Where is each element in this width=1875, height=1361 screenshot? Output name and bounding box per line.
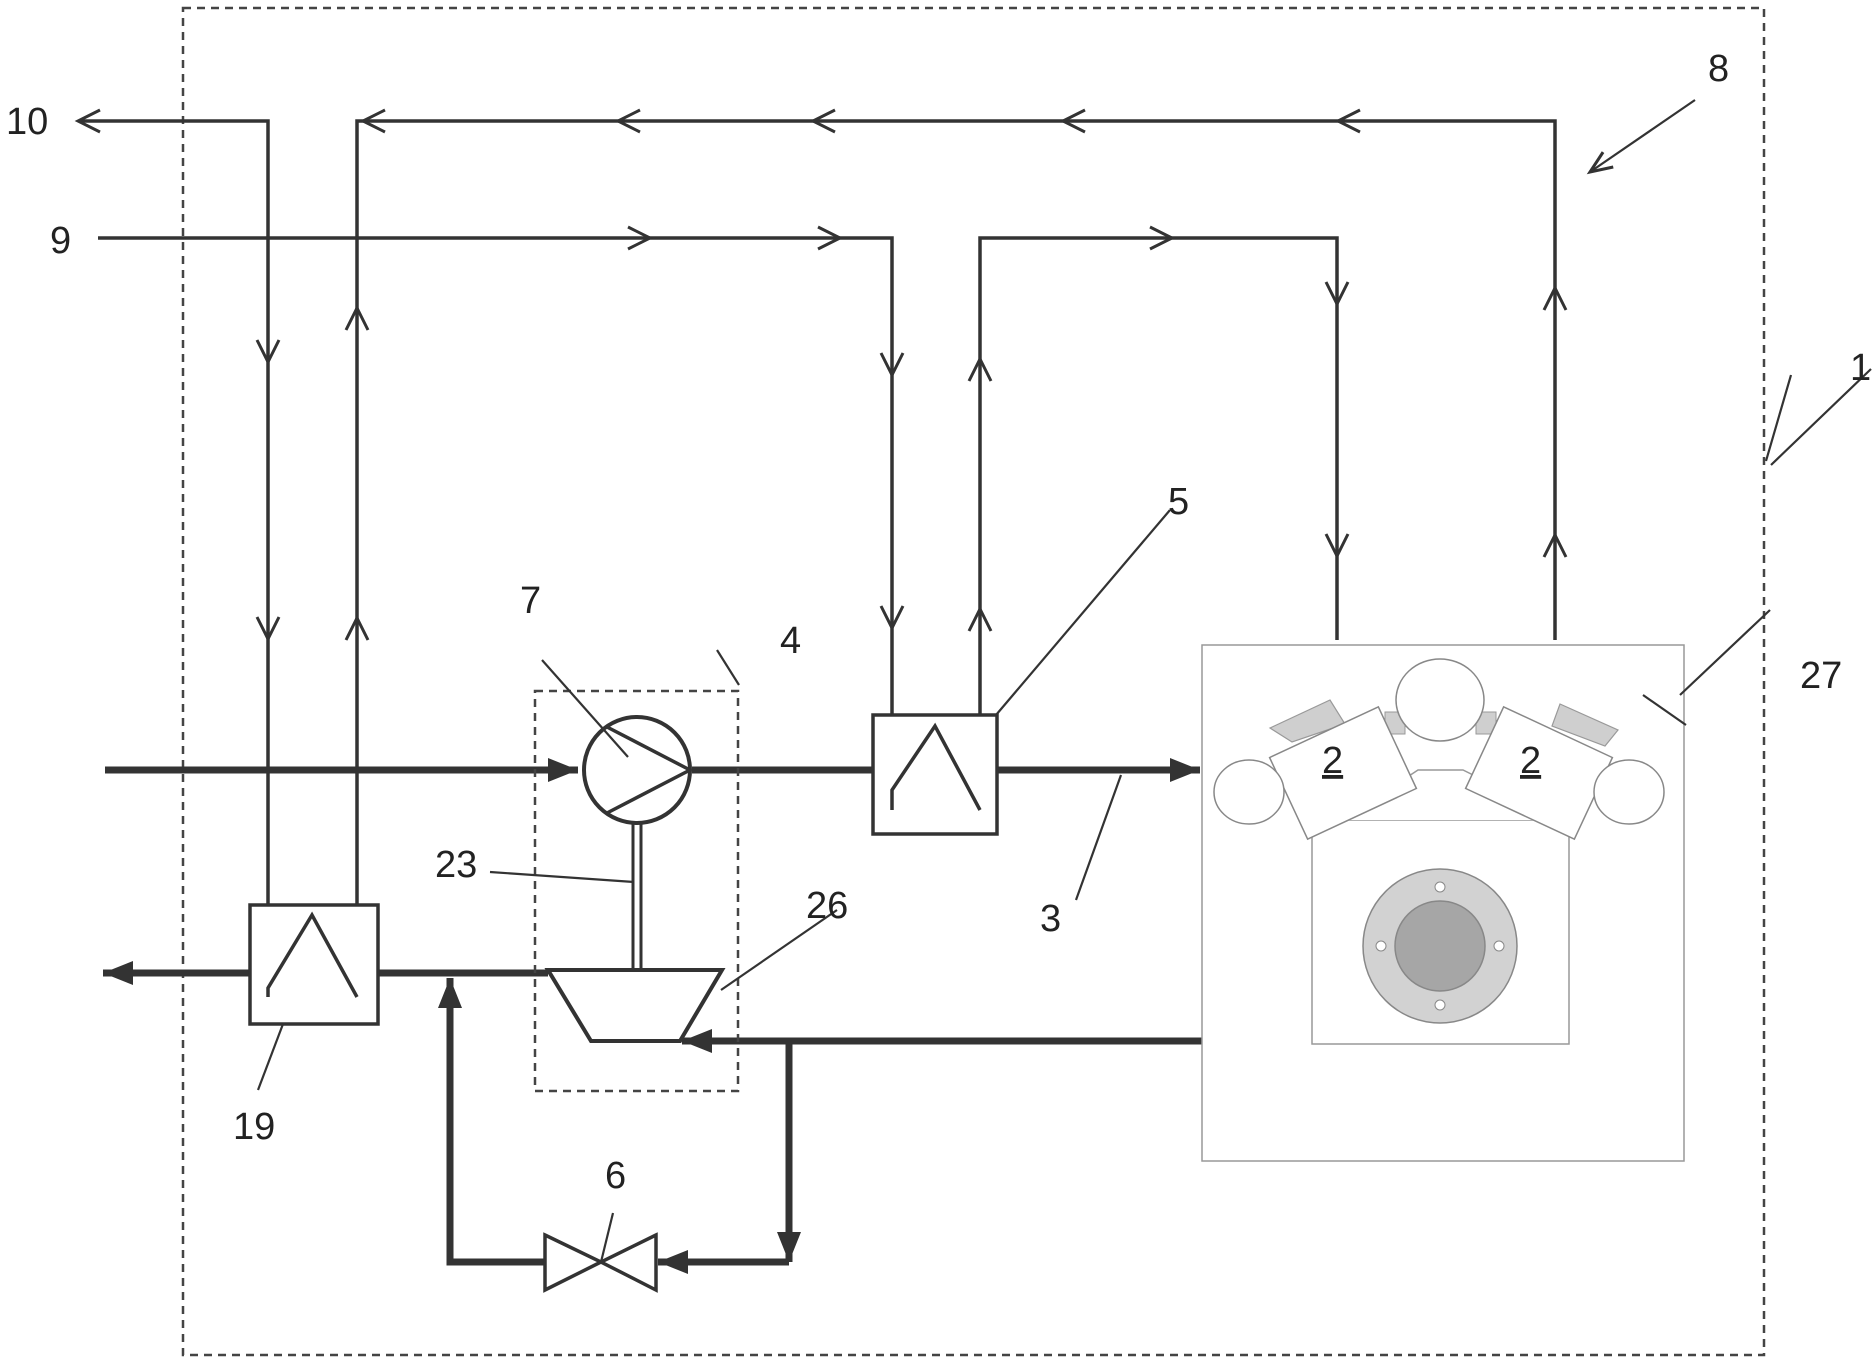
- turbine: [548, 970, 722, 1041]
- bypass-valve: [545, 1235, 656, 1290]
- label-27: 27: [1800, 655, 1842, 697]
- bypass-line-up: [450, 978, 545, 1262]
- svg-text:2: 2: [1322, 740, 1343, 782]
- svg-text:2: 2: [1520, 740, 1541, 782]
- label-19: 19: [233, 1106, 275, 1148]
- coolant-to-engine-line: [980, 238, 1337, 715]
- label-6: 6: [605, 1155, 626, 1197]
- engine: 2 2: [1202, 645, 1684, 1161]
- label-4: 4: [780, 620, 801, 662]
- label-1: 1: [1850, 347, 1871, 389]
- turbocharger: [535, 691, 738, 1091]
- label-8: 8: [1708, 48, 1729, 90]
- label-7: 7: [520, 580, 541, 622]
- label-23: 23: [435, 844, 477, 886]
- label-3: 3: [1040, 898, 1061, 940]
- compressor: [584, 717, 690, 823]
- label-5: 5: [1168, 481, 1189, 523]
- label-10: 10: [6, 101, 48, 143]
- charge-air-cooler: [873, 715, 997, 834]
- coolant-circuit-pointer: [1590, 100, 1695, 172]
- label-26: 26: [806, 885, 848, 927]
- label-9: 9: [50, 220, 71, 262]
- exhaust-heat-exchanger: [250, 905, 378, 1024]
- coolant-inlet-line: [98, 238, 892, 715]
